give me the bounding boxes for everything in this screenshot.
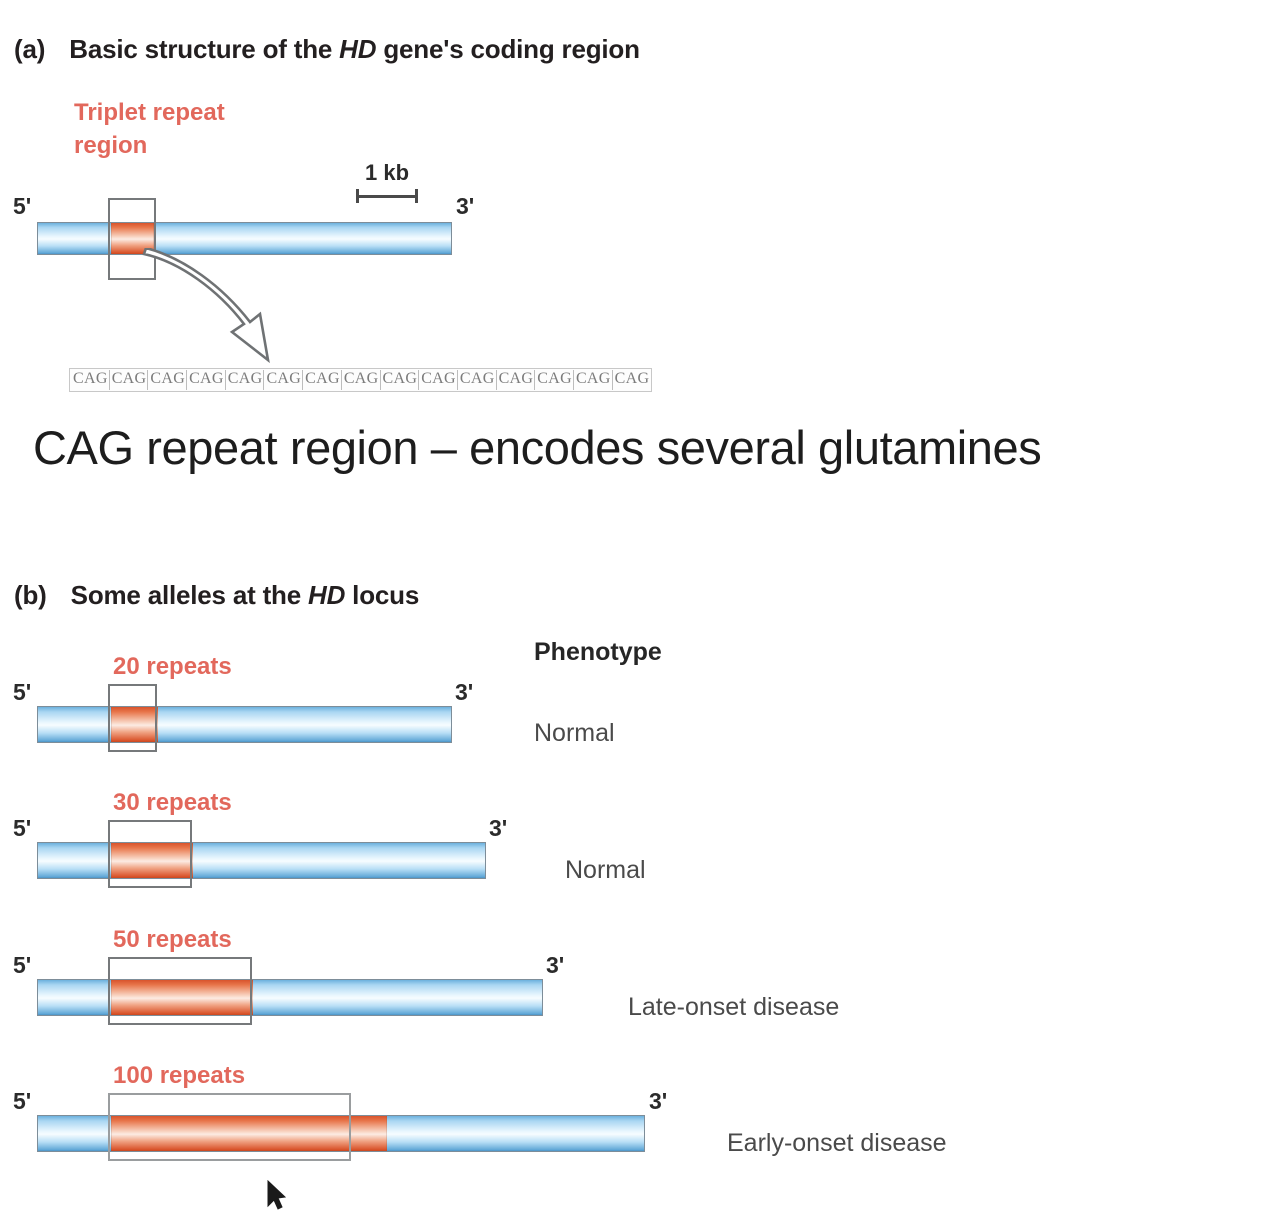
cag-codon-cell: CAG bbox=[574, 370, 613, 390]
cag-codon-cell: CAG bbox=[226, 370, 265, 390]
allele-five-prime-label: 5' bbox=[13, 952, 32, 978]
allele-repeats-label: 20 repeats bbox=[113, 653, 232, 680]
allele-phenotype: Early-onset disease bbox=[727, 1129, 947, 1157]
allele-repeats-label: 100 repeats bbox=[113, 1062, 246, 1089]
allele-gene-bar bbox=[37, 706, 452, 743]
allele-repeats-label: 50 repeats bbox=[113, 926, 232, 953]
scale-bar-rule bbox=[356, 189, 418, 203]
cag-codon-cell: CAG bbox=[614, 370, 650, 387]
allele-phenotype: Normal bbox=[565, 856, 646, 884]
allele-callout-box bbox=[108, 1093, 351, 1161]
allele-repeats-label: 30 repeats bbox=[113, 789, 232, 816]
cag-codon-cell: CAG bbox=[381, 370, 420, 390]
panel-a-callout-box bbox=[108, 198, 156, 280]
panel-a-title-gene: HD bbox=[339, 34, 377, 64]
scale-bar-icon: 1 kb bbox=[356, 160, 418, 203]
panel-a-title-after: gene's coding region bbox=[376, 34, 640, 64]
mouse-pointer-icon bbox=[267, 1180, 287, 1210]
cag-codon-cell: CAG bbox=[303, 370, 342, 390]
panel-a-repeat-segment bbox=[111, 223, 154, 254]
panel-b-title-after: locus bbox=[345, 580, 420, 610]
panel-b-title: (b) Some alleles at the HD locus bbox=[14, 580, 419, 611]
panel-a-label: (a) bbox=[14, 34, 46, 64]
allele-gene-bar bbox=[37, 1115, 645, 1152]
allele-repeat-segment bbox=[111, 707, 158, 742]
allele-five-prime-label: 5' bbox=[13, 815, 32, 841]
scale-bar-label: 1 kb bbox=[364, 160, 410, 185]
panel-a-title-before: Basic structure of the bbox=[69, 34, 340, 64]
allele-callout-box bbox=[108, 820, 192, 888]
allele-three-prime-label: 3' bbox=[546, 952, 565, 978]
panel-a-three-prime-label: 3' bbox=[456, 193, 475, 219]
triplet-repeat-region-label: Triplet repeat region bbox=[74, 99, 225, 160]
allele-repeat-segment bbox=[111, 843, 193, 878]
panel-a-five-prime-label: 5' bbox=[13, 193, 32, 219]
allele-three-prime-label: 3' bbox=[455, 679, 474, 705]
cag-codon-cell: CAG bbox=[110, 370, 149, 390]
panel-b-title-gene: HD bbox=[308, 580, 346, 610]
cag-codon-cell: CAG bbox=[497, 370, 536, 390]
allele-callout-box bbox=[108, 957, 252, 1025]
cag-codon-cell: CAG bbox=[264, 370, 304, 390]
cag-codon-cell: CAG bbox=[419, 370, 458, 390]
allele-five-prime-label: 5' bbox=[13, 1088, 32, 1114]
allele-three-prime-label: 3' bbox=[489, 815, 508, 841]
allele-phenotype: Late-onset disease bbox=[628, 993, 840, 1021]
cag-codon-cell: CAG bbox=[458, 370, 497, 390]
allele-callout-box bbox=[108, 684, 157, 752]
allele-repeat-segment bbox=[111, 980, 253, 1015]
panel-b-title-before: Some alleles at the bbox=[70, 580, 308, 610]
allele-repeat-segment bbox=[111, 1116, 387, 1151]
cag-codon-cell: CAG bbox=[71, 370, 110, 390]
panel-b-label: (b) bbox=[14, 580, 47, 610]
figure-caption: CAG repeat region – encodes several glut… bbox=[33, 421, 1042, 474]
panel-a-title: (a) Basic structure of the HD gene's cod… bbox=[14, 34, 640, 65]
panel-a-gene-bar bbox=[37, 222, 452, 255]
allele-three-prime-label: 3' bbox=[649, 1088, 668, 1114]
allele-gene-bar bbox=[37, 979, 543, 1016]
callout-arrow-icon bbox=[142, 248, 270, 364]
phenotype-column-header: Phenotype bbox=[534, 638, 662, 666]
allele-gene-bar bbox=[37, 842, 486, 879]
allele-five-prime-label: 5' bbox=[13, 679, 32, 705]
cag-codon-cell: CAG bbox=[342, 370, 381, 390]
cag-codon-cell: CAG bbox=[535, 370, 574, 390]
cag-codon-cell: CAG bbox=[148, 370, 188, 390]
allele-phenotype: Normal bbox=[534, 719, 615, 747]
cag-codon-cell: CAG bbox=[187, 370, 226, 390]
